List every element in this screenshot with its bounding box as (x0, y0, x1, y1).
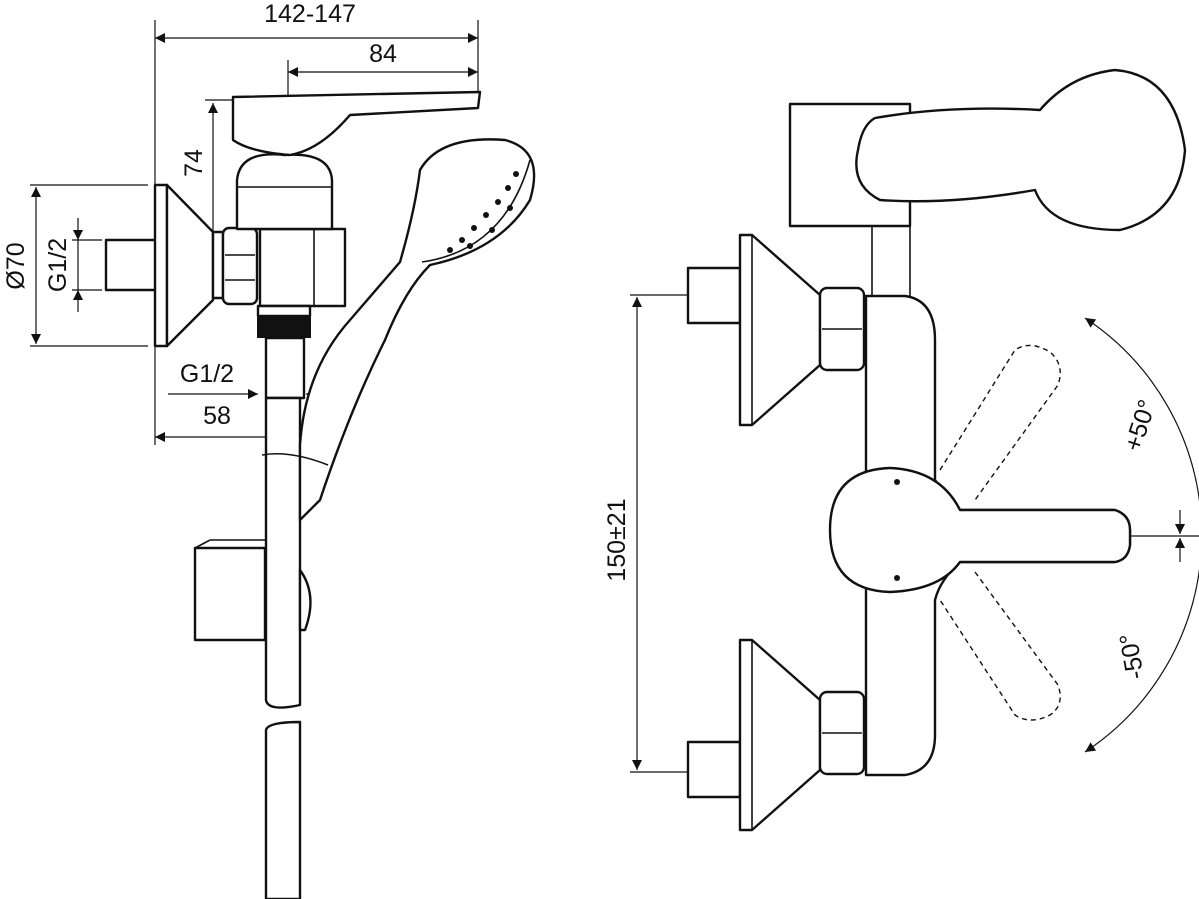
dim-outlet-offset: 58 (203, 402, 231, 430)
dim-inlet-thread: G1/2 (44, 238, 72, 292)
side-view: 142-147 84 74 Ø70 G1/2 G1/2 58 (2, 0, 536, 899)
dim-lever-length: 84 (369, 40, 397, 68)
dim-outlet-thread: G1/2 (180, 360, 234, 388)
dim-height: 74 (180, 149, 208, 177)
dim-rosette-diameter: Ø70 (2, 242, 30, 289)
angle-minus-label: -50° (1114, 631, 1150, 681)
dim-center-distance: 150±21 (603, 498, 631, 581)
angle-plus-label: +50° (1119, 396, 1162, 454)
front-view: 150±21 +50° -50° (603, 68, 1199, 832)
dim-overall-length: 142-147 (264, 0, 356, 28)
shower-nozzles-icon (447, 171, 519, 253)
